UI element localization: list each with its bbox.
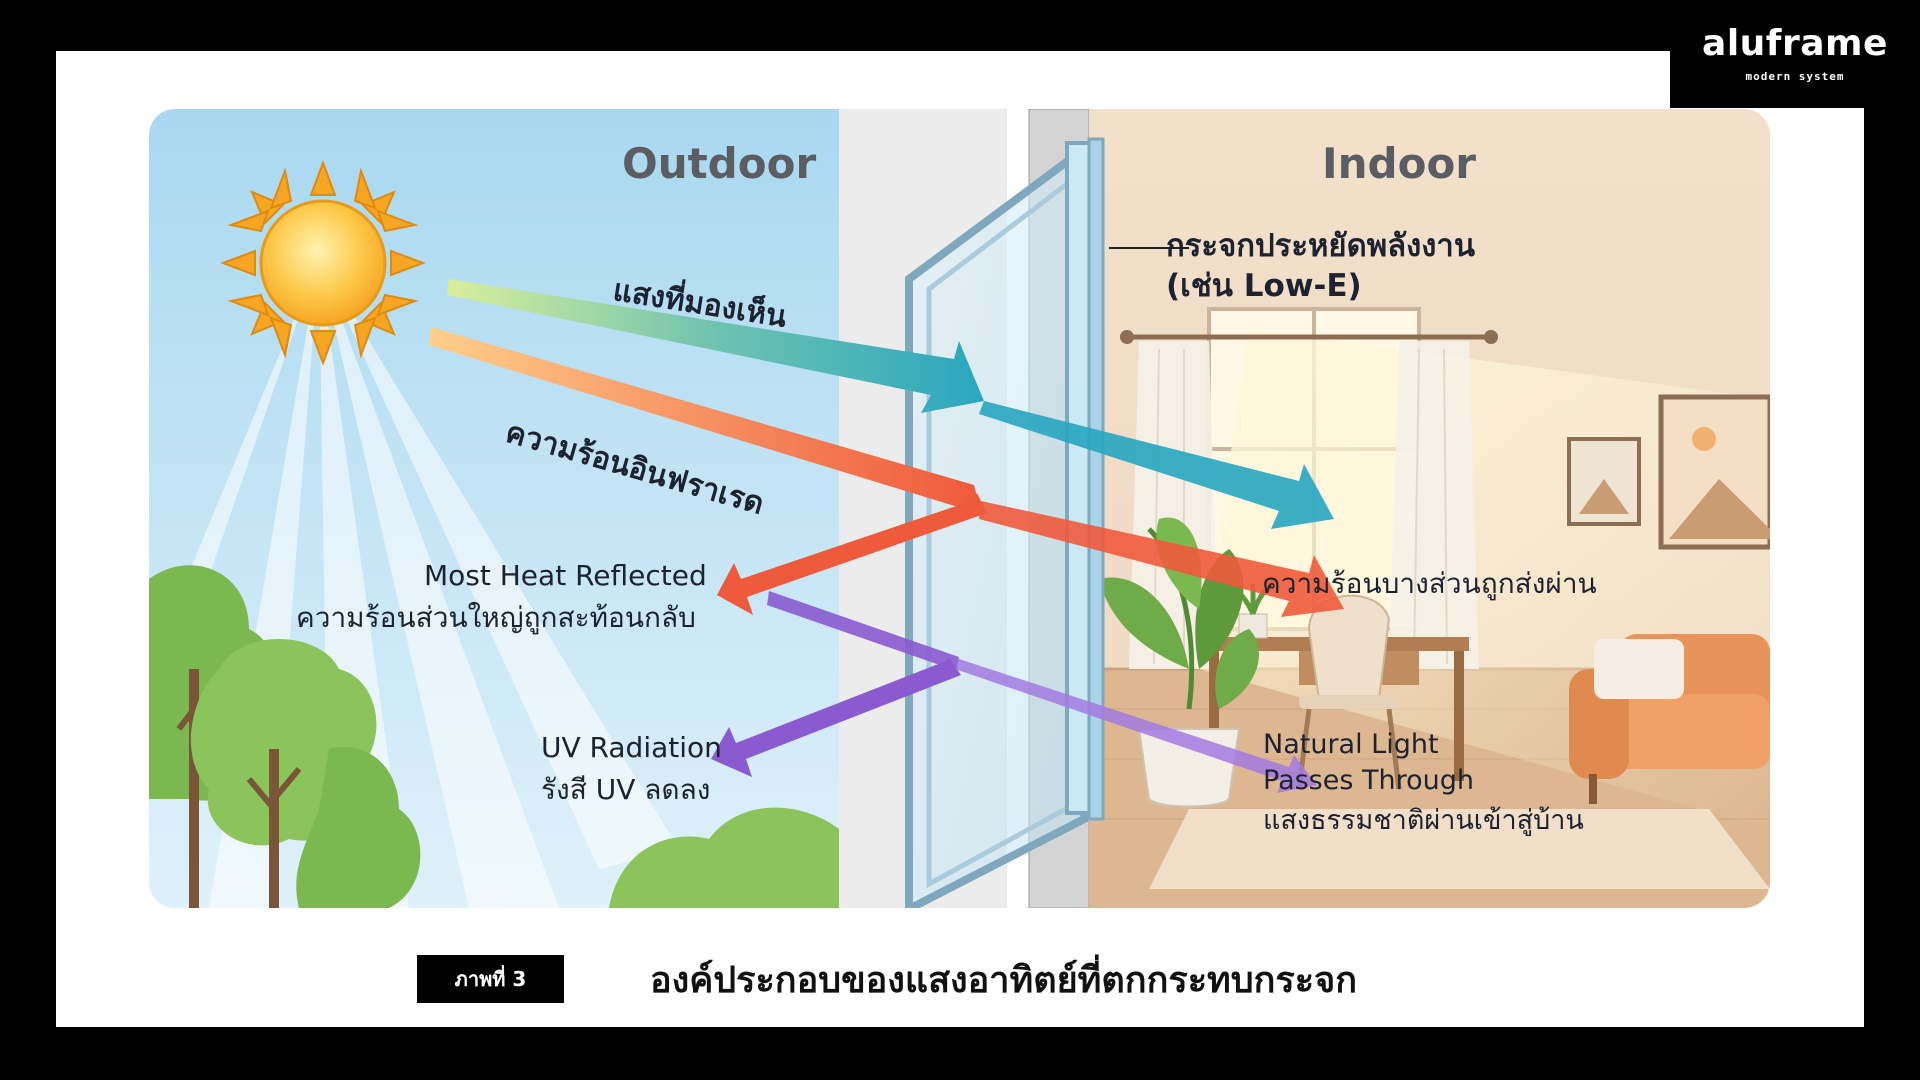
glass-label-line2: (เช่น Low-E) (1166, 268, 1362, 304)
sun-icon (220, 160, 426, 366)
reflected-heat-th: ความร้อนส่วนใหญ่ถูกสะท้อนกลับ (296, 601, 696, 634)
brand-tagline: modern system (1745, 70, 1845, 83)
tree-icon (149, 565, 839, 908)
figure-badge: ภาพที่ 3 (417, 955, 564, 1003)
natural-light-en-line1: Natural Light (1263, 729, 1439, 760)
reflected-heat-en: Most Heat Reflected (424, 559, 707, 592)
sofa-icon (1569, 634, 1770, 804)
visible-light-arrow (447, 279, 1334, 529)
solar-glass-diagram: Outdoor Indoor กระจกประหยัดพลังงาน (เช่น… (149, 109, 1770, 908)
glass-label-line1: กระจกประหยัดพลังงาน (1166, 228, 1476, 264)
outdoor-label: Outdoor (622, 139, 817, 188)
heat-passed-label: ความร้อนบางส่วนถูกส่งผ่าน (1262, 567, 1597, 600)
glass-pane (905, 137, 1105, 908)
natural-light-th: แสงธรรมชาติผ่านเข้าสู่บ้าน (1263, 805, 1584, 836)
uv-arrow (711, 591, 1317, 793)
frame-icon (1567, 394, 1770, 550)
uv-label-th: รังสี UV ลดลง (541, 773, 711, 806)
figure-caption: องค์ประกอบของแสงอาทิตย์ที่ตกกระทบกระจก (650, 959, 1357, 1001)
indoor-label: Indoor (1322, 139, 1477, 188)
brand-logo: aluframe modern system (1670, 0, 1920, 108)
infrared-arrow (429, 327, 1344, 617)
natural-light-en-line2: Passes Through (1263, 765, 1475, 796)
uv-label-en: UV Radiation (541, 731, 722, 764)
brand-name: aluframe (1702, 23, 1888, 64)
